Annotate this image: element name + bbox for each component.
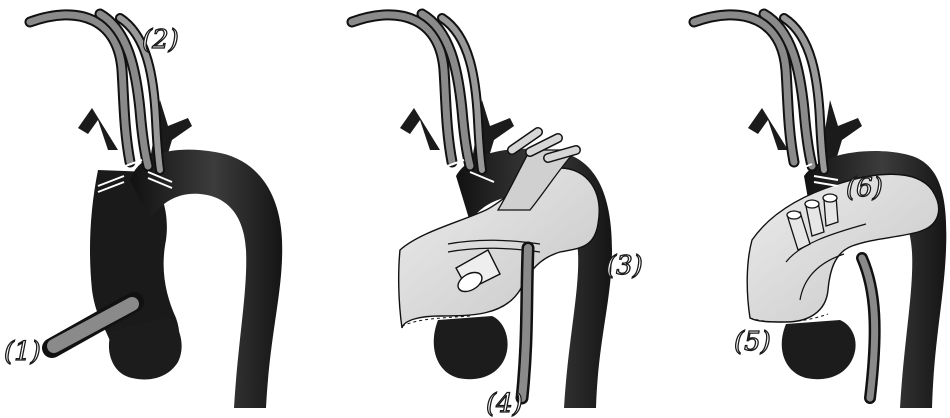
heart-base: [434, 316, 508, 379]
head-vessel-stub: [400, 108, 440, 150]
graft-inner: [352, 15, 452, 162]
label-3: (3): [606, 251, 643, 281]
label-6: (6): [846, 173, 883, 203]
label-4: (4): [486, 389, 523, 418]
head-vessel-stub: [78, 108, 118, 150]
aortic-patch: [747, 174, 938, 322]
panel-2: (3) (4): [352, 14, 643, 418]
heart-base: [782, 320, 856, 379]
label-2: (2): [142, 25, 179, 55]
label-1: (1): [4, 337, 41, 367]
head-vessel-stub: [748, 108, 788, 150]
panel-3: (5) (6): [694, 14, 946, 408]
label-5: (5): [734, 327, 771, 357]
panel-1: (1) (2): [4, 14, 282, 408]
graft-2a-inner: [30, 15, 130, 162]
